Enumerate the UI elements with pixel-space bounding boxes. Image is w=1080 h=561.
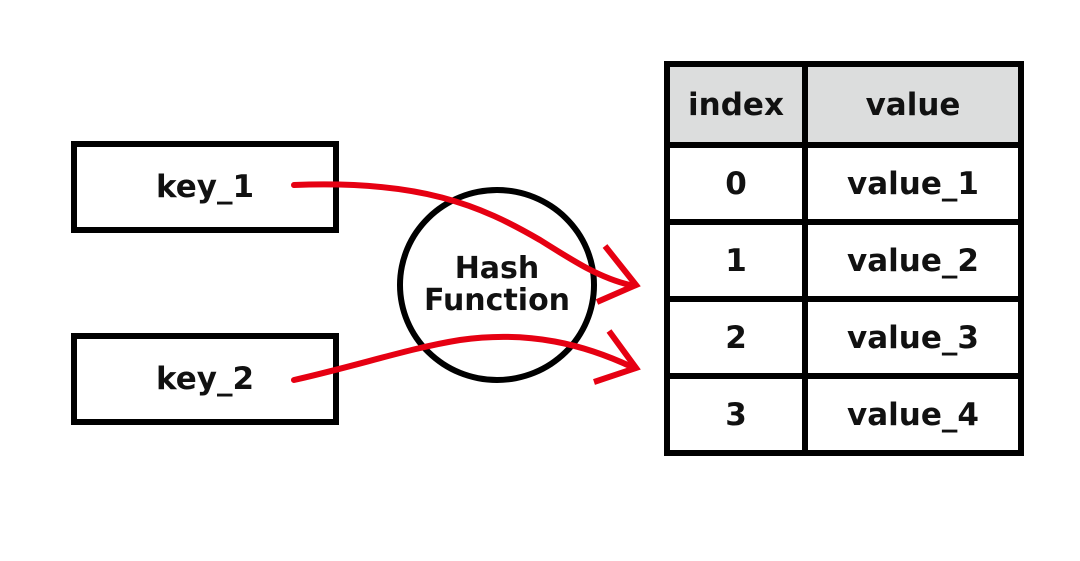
hash-function-circle: Hash Function xyxy=(397,187,597,383)
arrow-key-2-head xyxy=(593,329,641,385)
row-index: 2 xyxy=(664,296,808,379)
header-index: index xyxy=(664,61,808,148)
row-index: 1 xyxy=(664,219,808,302)
table-row: 0 value_1 xyxy=(664,142,1024,225)
row-index: 0 xyxy=(664,142,808,225)
row-value: value_3 xyxy=(802,296,1024,379)
header-value: value xyxy=(802,61,1024,148)
row-value: value_2 xyxy=(802,219,1024,302)
table-header-row: index value xyxy=(664,61,1024,148)
table-row: 1 value_2 xyxy=(664,219,1024,302)
row-value: value_1 xyxy=(802,142,1024,225)
row-value: value_4 xyxy=(802,373,1024,456)
row-index: 3 xyxy=(664,373,808,456)
key-2-box: key_2 xyxy=(71,333,339,425)
hash-function-label-line1: Hash xyxy=(454,251,540,286)
table-row: 3 value_4 xyxy=(664,373,1024,456)
table-row: 2 value_3 xyxy=(664,296,1024,379)
key-2-label: key_2 xyxy=(155,361,255,397)
hash-function-label-line2: Function xyxy=(423,283,571,318)
arrow-key-1-head xyxy=(595,244,641,305)
key-1-box: key_1 xyxy=(71,141,339,233)
hash-table: index value 0 value_1 1 value_2 2 value_… xyxy=(664,61,1024,456)
key-1-label: key_1 xyxy=(155,169,255,205)
